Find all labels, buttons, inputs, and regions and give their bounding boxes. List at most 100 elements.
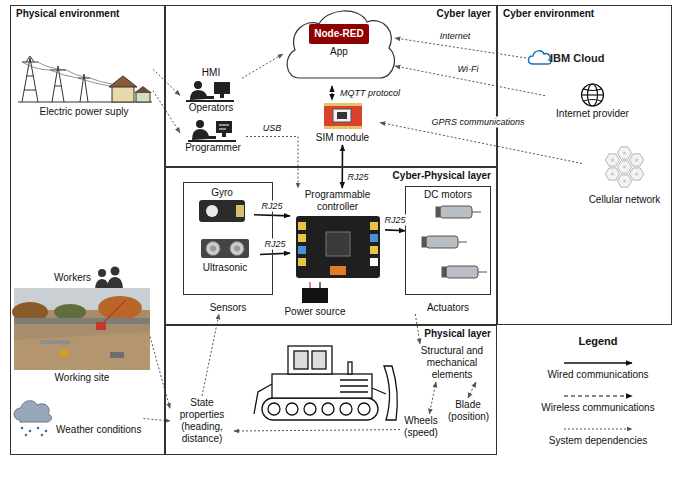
node-label: Electric power suply <box>17 106 151 118</box>
connector-label: Internet <box>439 31 472 42</box>
node-label: State properties (heading, distance) <box>172 397 232 445</box>
operator-icon <box>186 81 234 101</box>
globe-icon <box>582 84 604 106</box>
connector-label: RJ25 <box>383 215 406 226</box>
node-label: Blade (position) <box>448 399 488 423</box>
node-label: Workers <box>54 272 94 284</box>
controller-board-icon <box>296 216 380 278</box>
node-label: IBM Cloud <box>550 51 604 65</box>
wireless-connector <box>331 86 332 100</box>
operators: HMI Operators <box>180 66 242 115</box>
legend-title: Legend <box>528 334 668 348</box>
dc-motor-icons <box>422 206 487 278</box>
node-label: DC motors <box>405 186 491 201</box>
group-frame <box>183 182 273 295</box>
dependency-connector <box>415 314 420 344</box>
panel-heading: Physical layer <box>166 326 496 342</box>
connector-label: MQTT protocol <box>339 88 401 99</box>
dependency-connector <box>395 66 545 96</box>
wired-connector <box>260 253 290 254</box>
node-label: Gyro <box>192 187 252 199</box>
node-label: Internet provider <box>547 108 638 120</box>
layer-panel: Physical layerStructural and mechanical … <box>165 325 497 455</box>
panel-heading: Physical environment <box>11 6 164 22</box>
node-label: Weather conditions <box>56 424 141 436</box>
node-label: Cellular network <box>584 194 665 206</box>
state-properties: State properties (heading, distance) <box>170 396 234 446</box>
weather-conditions: Weather conditions <box>14 400 143 437</box>
gyro-icon <box>199 200 245 222</box>
connector-label: RJ25 <box>263 239 286 250</box>
node-label: Node-RED <box>309 24 368 44</box>
legend-sample-line <box>564 362 632 364</box>
node-label: Programmable controller <box>292 189 383 213</box>
cellular-network-icon <box>605 147 643 187</box>
legend-entry: System dependencies <box>528 423 668 447</box>
cloud-shape <box>287 11 394 78</box>
node-label: Programmer <box>182 142 244 154</box>
ultrasonic-sensor: Ultrasonic <box>190 234 260 275</box>
node-label: Sensors <box>183 302 273 314</box>
internet-provider: Internet provider <box>545 82 640 121</box>
legend-sample <box>558 357 638 369</box>
legend-sample <box>558 390 638 402</box>
connector-label: RJ25 <box>346 172 369 183</box>
node-label: SIM module <box>307 132 378 144</box>
node-label: App <box>285 46 393 58</box>
dependency-connector <box>202 314 219 396</box>
actuators-group: DC motorsActuators <box>405 186 491 314</box>
dependency-connector <box>380 123 582 164</box>
layer-panel: Cyber layerNode-REDAppHMIOperatorsProgra… <box>165 5 497 167</box>
blade: Blade (position) <box>446 398 490 424</box>
connector-label: Wi-Fi <box>457 64 480 75</box>
node-label: Structural and mechanical elements <box>414 345 490 381</box>
dependency-connector <box>150 337 170 409</box>
battery-icon <box>302 282 328 303</box>
working-site: Working site <box>14 288 150 385</box>
legend-sample <box>558 423 638 435</box>
connector-label: GPRS communications <box>430 117 525 128</box>
legend-sample-line <box>564 395 632 396</box>
node-label: Actuators <box>405 302 491 314</box>
sensors-group: Sensors GyroUltrasonic <box>183 182 273 314</box>
group-frame <box>405 186 491 295</box>
programmable-controller: Programmable controller <box>290 188 385 281</box>
dependency-connector <box>429 382 436 414</box>
legend-label: System dependencies <box>528 435 668 447</box>
connector-label: USB <box>262 123 283 134</box>
sim-module: SIM module <box>305 100 380 145</box>
node-label: Working site <box>16 372 148 384</box>
panel-heading: Cyber environment <box>498 6 671 22</box>
weather-icon <box>14 401 52 437</box>
node-label: Ultrasonic <box>192 262 258 274</box>
wheels: Wheels (speed) <box>400 414 442 440</box>
dependency-connector <box>153 91 180 133</box>
workers-icon <box>95 267 123 292</box>
wired-connector <box>385 229 405 232</box>
dependency-connector <box>246 137 298 189</box>
dependency-connector <box>395 38 526 58</box>
ibm-cloud: IBM Cloud <box>526 50 606 66</box>
dependency-connector <box>234 430 400 431</box>
node-label: HMI <box>182 67 240 79</box>
wired-connector <box>254 215 290 216</box>
ultrasonic-icon <box>201 239 249 258</box>
legend-label: Wireless communications <box>528 402 668 414</box>
house-icon <box>109 76 152 102</box>
programmer: Programmer <box>180 118 246 155</box>
dependency-connector <box>468 382 476 398</box>
dependency-connector <box>153 69 180 95</box>
power-source: Power source <box>282 284 348 319</box>
dependency-connector <box>143 419 170 422</box>
node-label: Operators <box>182 102 240 114</box>
power-lines-icon <box>18 56 152 102</box>
structural-elements: Structural and mechanical elements <box>412 344 492 382</box>
layer-panel: Physical environmentElectric power suply… <box>10 5 165 455</box>
bulldozer-illustration <box>254 346 397 420</box>
cloud-app: Node-RED App <box>283 6 395 86</box>
workers: Workers <box>52 266 124 285</box>
legend-entry: Wired communications <box>528 357 668 381</box>
cellular-network: Cellular network <box>582 140 667 207</box>
gyro-sensor: Gyro <box>190 186 254 227</box>
dependency-connector <box>242 54 283 78</box>
